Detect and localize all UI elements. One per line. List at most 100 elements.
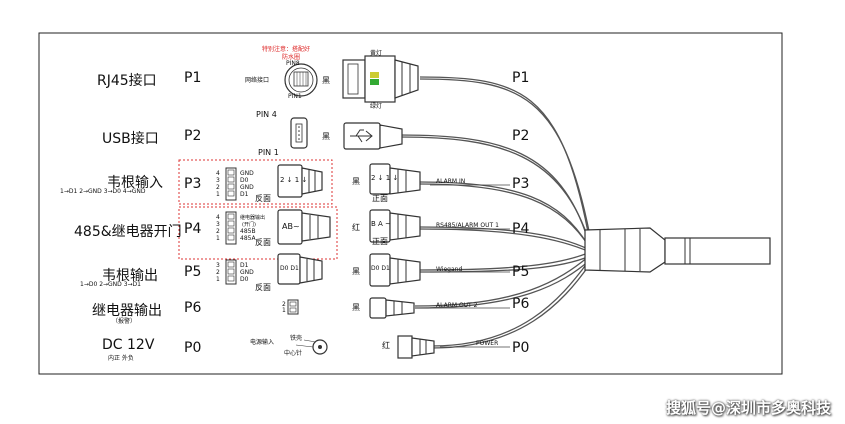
rj45-green-led: 绿灯 xyxy=(370,103,383,110)
cable-label-p2: P2 xyxy=(512,128,530,144)
p0-cable-label: POWER xyxy=(476,340,499,347)
cable-label-p1: P1 xyxy=(512,70,530,86)
p3-face-label: 正面 xyxy=(372,194,388,203)
row-sub-wiegand-out: 1→D0 2→GND 3→D1 xyxy=(80,281,141,288)
p3-pin-3: 3 xyxy=(216,177,220,184)
row-name-dc12v: DC 12V xyxy=(102,337,155,353)
rj45-color: 黑 xyxy=(322,76,330,85)
rj45-side-view xyxy=(342,55,419,103)
p4-signal-2: 485B xyxy=(240,228,256,235)
p4-signal-1: 485A xyxy=(240,235,256,242)
p4-dashed-box xyxy=(178,206,338,260)
p5-front-glyph: D0 D1 xyxy=(371,265,390,272)
p3-front-glyph: 2 ↓ 1 ↓ xyxy=(371,174,399,182)
row-port-p1: P1 xyxy=(184,70,202,86)
rj45-pin8: PIN8 xyxy=(286,60,300,67)
p0-barrel-connector xyxy=(397,335,435,359)
p0-shell: 铁壳 xyxy=(290,335,303,342)
p4-terminal-block xyxy=(225,211,237,245)
p6-color: 黑 xyxy=(352,303,360,312)
dc-jack-symbol xyxy=(295,339,328,355)
p5-back-connector xyxy=(277,253,323,285)
p3-signal-3: D0 xyxy=(240,177,249,184)
rj45-front-view xyxy=(284,63,318,97)
p4-front-glyph: B A ~ xyxy=(371,220,391,228)
p6-connector xyxy=(369,297,415,319)
row-name-usb: USB接口 xyxy=(102,131,159,147)
p6-cable-label: ALARM OUT 2 xyxy=(436,302,478,309)
rj45-yellow-led: 黄灯 xyxy=(370,50,383,57)
row-sub-dc12v: 内正 外负 xyxy=(108,355,134,362)
p0-color: 红 xyxy=(382,341,390,350)
p5-pin-2: 2 xyxy=(216,269,220,276)
p0-center: 中心针 xyxy=(284,350,303,357)
usb-front-view xyxy=(290,117,308,149)
p4-back-connector xyxy=(277,209,331,245)
row-sub-relay-out: （报警） xyxy=(112,318,137,325)
p3-pin-2: 2 xyxy=(216,184,220,191)
p3-signal-4: GND xyxy=(240,170,254,177)
p3-cable-label: ALARM IN xyxy=(436,178,466,185)
row-port-p2: P2 xyxy=(184,128,202,144)
p4-signal-3: (开门) xyxy=(242,222,256,228)
row-port-p6: P6 xyxy=(184,300,202,316)
usb-pin4: PIN 4 xyxy=(256,110,277,119)
row-port-p0: P0 xyxy=(184,340,202,356)
p4-pin-1: 1 xyxy=(216,235,220,242)
p5-signal-1: D0 xyxy=(240,276,249,283)
cable-label-p5: P5 xyxy=(512,264,530,280)
p4-signal-4: 继电器输出 xyxy=(240,215,266,221)
cable-label-p0: P0 xyxy=(512,340,530,356)
usb-side-view xyxy=(343,122,403,150)
p4-back-glyph: AB~ xyxy=(282,222,300,231)
p5-back-glyph: D0 D1 xyxy=(280,265,299,272)
p3-terminal-block xyxy=(225,167,237,201)
p5-pin-1: 1 xyxy=(216,276,220,283)
p3-signal-2: GND xyxy=(240,184,254,191)
p3-signal-1: D1 xyxy=(240,191,249,198)
cable-label-p6: P6 xyxy=(512,296,530,312)
cable-label-p4: P4 xyxy=(512,221,530,237)
row-port-p3: P3 xyxy=(184,176,202,192)
row-name-relay-out: 继电器输出 xyxy=(92,303,162,319)
p4-pin-2: 2 xyxy=(216,228,220,235)
p4-color: 红 xyxy=(352,223,360,232)
p4-pin-4: 4 xyxy=(216,214,220,221)
rj45-warning-line2: 防水圈 xyxy=(282,54,301,61)
p6-pin-1: 1 xyxy=(282,307,286,314)
p4-back-label: 反面 xyxy=(255,238,271,247)
p4-cable-label: RS485/ALARM OUT 1 xyxy=(436,222,499,229)
cable-bundle xyxy=(399,76,591,349)
rj45-warning-line1: 特别注意：搭配好 xyxy=(262,46,311,53)
row-name-wiegand-in: 韦根输入 xyxy=(107,175,163,191)
p5-terminal-block xyxy=(225,259,237,285)
cable-label-p3: P3 xyxy=(512,176,530,192)
row-name-rj45: RJ45接口 xyxy=(97,73,157,89)
p3-back-connector xyxy=(277,164,323,198)
p3-front-connector xyxy=(369,163,421,195)
p4-face-label: 正面 xyxy=(372,237,388,246)
p5-front-connector xyxy=(369,253,421,287)
row-port-p5: P5 xyxy=(184,264,202,280)
row-port-p4: P4 xyxy=(184,221,202,237)
p4-pin-3: 3 xyxy=(216,221,220,228)
p5-pin-3: 3 xyxy=(216,262,220,269)
p3-back-glyph: 2 ↓ 1 ↓ xyxy=(280,176,308,184)
p4-front-connector xyxy=(369,209,421,243)
p6-terminal-block xyxy=(287,299,299,315)
p6-pin-2: 2 xyxy=(282,301,286,308)
p5-signal-3: D1 xyxy=(240,262,249,269)
rj45-pin1: PIN1 xyxy=(288,93,302,100)
p5-signal-2: GND xyxy=(240,269,254,276)
p0-power-in: 电源输入 xyxy=(250,339,275,346)
rj45-port-label: 网络接口 xyxy=(245,77,270,84)
watermark-text: 搜狐号@深圳市多奥科技 xyxy=(665,399,831,417)
usb-color: 黑 xyxy=(322,132,330,141)
row-name-wiegand-out: 韦根输出 xyxy=(102,268,158,284)
cable-lines xyxy=(430,184,510,348)
p3-pin-4: 4 xyxy=(216,170,220,177)
p3-dashed-box xyxy=(178,159,333,205)
usb-pin1: PIN 1 xyxy=(258,148,279,157)
p5-back-label: 反面 xyxy=(255,283,271,292)
